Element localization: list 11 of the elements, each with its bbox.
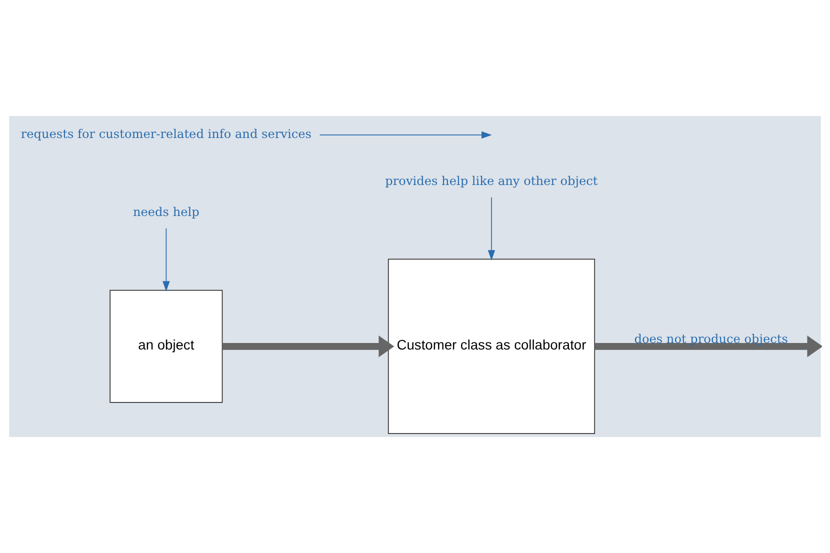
node-text: provides help like any other object [385,174,598,188]
node-text: needs help [132,204,200,219]
node-text: requests for customer-related info and services [20,127,312,142]
arrow [594,336,822,358]
arrow [319,131,492,139]
node-box: Customer class as collaborator [388,258,596,434]
edge-label: does not produce objects [634,332,788,346]
arrow [488,196,496,260]
node-box: an object [110,290,223,403]
arrow [162,228,170,292]
arrow [222,336,394,358]
